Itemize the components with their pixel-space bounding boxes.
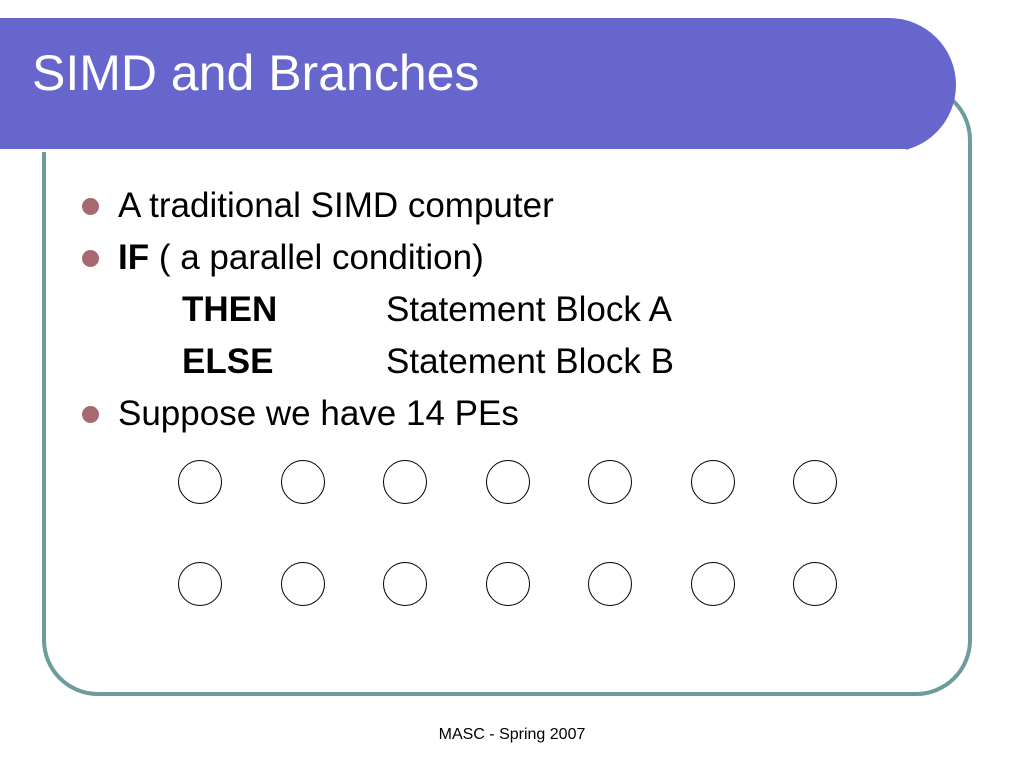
pe-circle bbox=[383, 562, 427, 606]
slide-footer: MASC - Spring 2007 bbox=[438, 726, 586, 743]
pe-circle bbox=[485, 562, 530, 606]
bullet-icon bbox=[82, 250, 99, 267]
title-bar bbox=[0, 18, 956, 152]
bullet-icon bbox=[82, 406, 99, 423]
pe-circle bbox=[280, 460, 325, 504]
if-condition: ( a parallel condition) bbox=[149, 238, 484, 277]
pe-circle bbox=[280, 562, 325, 606]
if-keyword: IF bbox=[118, 238, 150, 277]
else-statement: Statement Block B bbox=[386, 342, 674, 381]
title-underline bbox=[0, 149, 906, 152]
pe-circle bbox=[178, 562, 222, 606]
else-keyword: ELSE bbox=[182, 342, 274, 381]
pe-circle bbox=[588, 562, 632, 606]
pe-circle bbox=[178, 460, 222, 504]
slide-title: SIMD and Branches bbox=[32, 45, 480, 101]
pe-circle bbox=[793, 562, 837, 606]
pe-grid bbox=[178, 460, 837, 606]
pe-circle bbox=[793, 460, 837, 504]
pe-circle bbox=[383, 460, 427, 504]
then-keyword: THEN bbox=[182, 290, 278, 329]
pe-circle bbox=[485, 460, 530, 504]
bullet-icon bbox=[82, 198, 99, 215]
pe-circle bbox=[588, 460, 632, 504]
bullet-text-2: IF ( a parallel condition) bbox=[118, 238, 484, 278]
bullet-text-3: Suppose we have 14 PEs bbox=[118, 394, 519, 433]
then-statement: Statement Block A bbox=[386, 290, 672, 329]
pe-circle bbox=[690, 460, 735, 504]
pe-circle bbox=[690, 562, 735, 606]
bullet-text-1: A traditional SIMD computer bbox=[118, 186, 554, 225]
